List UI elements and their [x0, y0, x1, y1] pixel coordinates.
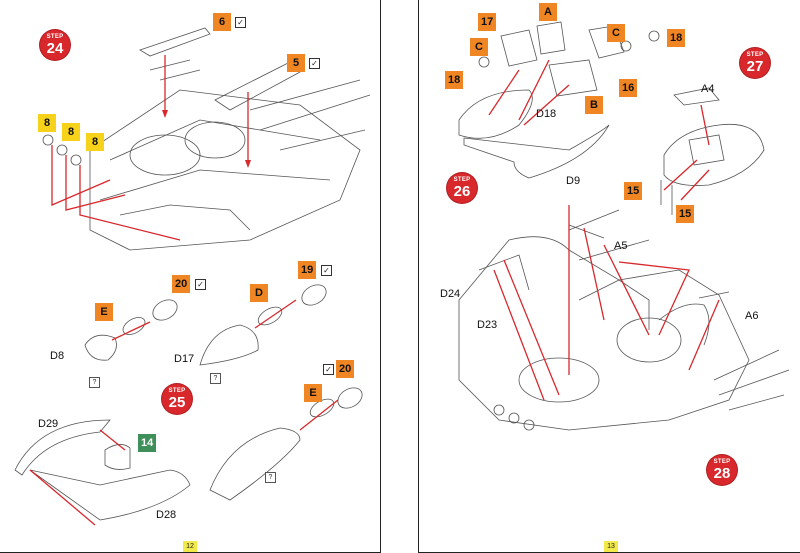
part-label-D29: D29: [38, 418, 59, 430]
part-tag-C: C: [607, 24, 625, 42]
part-tag-15: 15: [676, 205, 695, 223]
part-label-A4: A4: [701, 83, 715, 95]
part-label-A5: A5: [614, 240, 628, 252]
part-tag-8: 8: [38, 114, 56, 132]
part-tag-15: 15: [624, 182, 643, 200]
check-box: ✓: [235, 17, 246, 28]
part-tag-8: 8: [86, 133, 104, 151]
part-tag-A: A: [539, 3, 557, 21]
page-gutter: [381, 0, 418, 553]
part-label-D9: D9: [566, 175, 581, 187]
part-tag-20: 20: [336, 360, 355, 378]
unknown-mark: ?: [210, 373, 221, 384]
page-number: 12: [183, 541, 197, 552]
assembly-illustration-page-12: [14, 27, 371, 526]
part-tag-17: 17: [478, 13, 497, 31]
unknown-mark: ?: [89, 377, 100, 388]
part-tag-20: 20: [172, 275, 191, 293]
part-tag-18: 18: [667, 29, 686, 47]
part-label-D17: D17: [174, 353, 195, 365]
part-tag-16: 16: [619, 79, 638, 97]
page-number: 13: [604, 541, 618, 552]
part-tag-C: C: [470, 38, 488, 56]
part-tag-8: 8: [62, 123, 80, 141]
part-tag-19: 19: [298, 261, 317, 279]
part-tag-E: E: [95, 303, 113, 321]
part-tag-5: 5: [287, 54, 305, 72]
part-tag-E: E: [304, 384, 322, 402]
part-tag-14: 14: [138, 434, 157, 452]
check-box: ✓: [195, 279, 206, 290]
part-label-D24: D24: [440, 288, 461, 300]
check-box: ✓: [309, 58, 320, 69]
part-tag-6: 6: [213, 13, 231, 31]
part-tag-18: 18: [445, 71, 464, 89]
part-tag-B: B: [585, 96, 603, 114]
part-label-D8: D8: [50, 350, 65, 362]
part-tag-D: D: [250, 284, 268, 302]
part-label-D18: D18: [536, 108, 557, 120]
part-label-A6: A6: [745, 310, 759, 322]
assembly-illustration-page-13: [458, 21, 790, 431]
check-box: ✓: [321, 265, 332, 276]
check-box: ✓: [323, 364, 334, 375]
unknown-mark: ?: [265, 472, 276, 483]
part-label-D28: D28: [156, 509, 177, 521]
part-label-D23: D23: [477, 319, 498, 331]
